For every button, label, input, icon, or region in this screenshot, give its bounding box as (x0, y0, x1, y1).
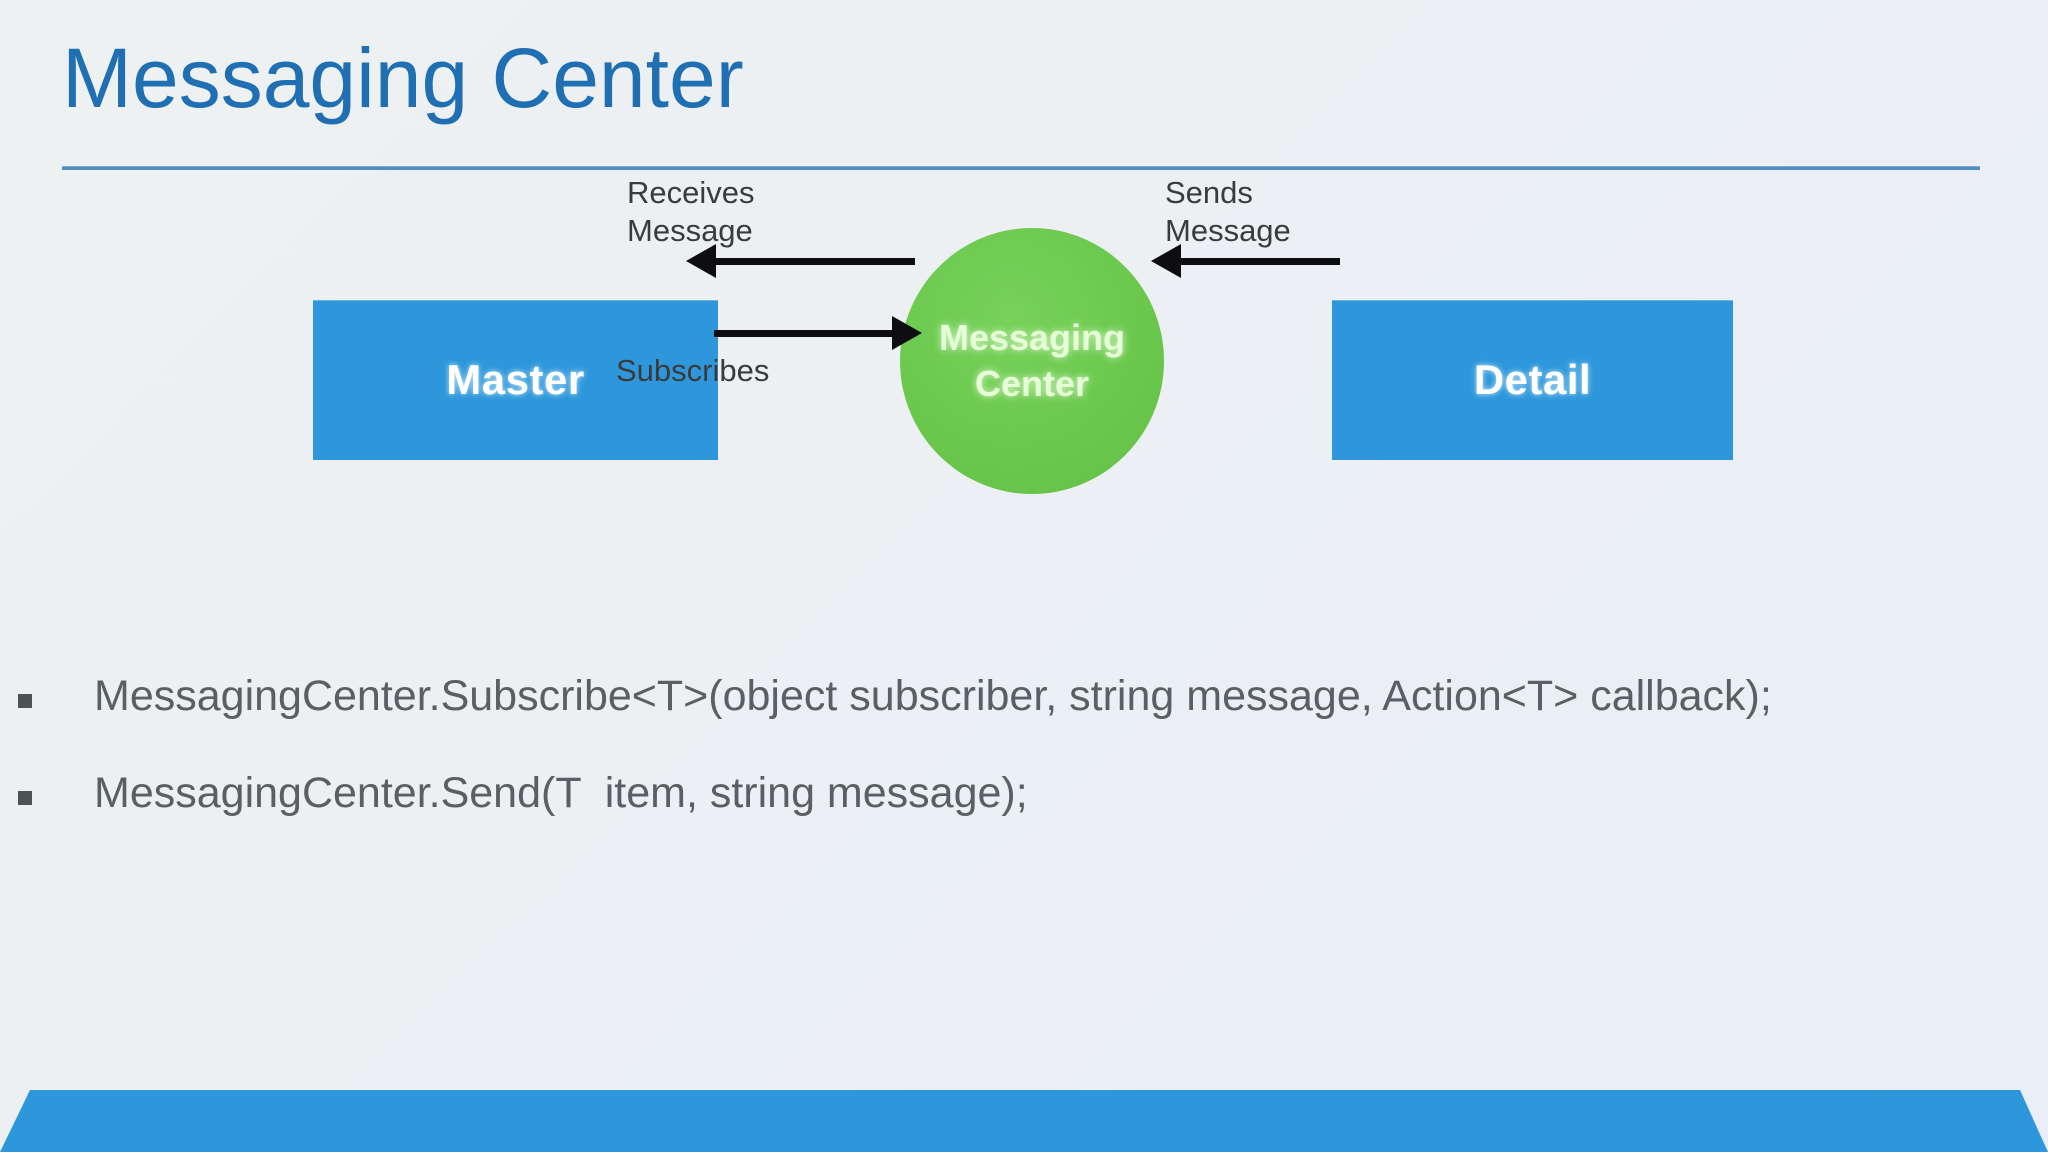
diagram-node-master: Master (313, 300, 718, 460)
bullet-text-send-api: MessagingCenter.Send(T item, string mess… (94, 769, 1028, 818)
node-label-master: Master (446, 356, 585, 403)
edge-label-sends-message: Sends Message (1165, 175, 1291, 248)
edge-label-receives-message: Receives Message (627, 175, 755, 248)
arrow-sends-shaft (1180, 258, 1340, 265)
title-underline-rule (62, 166, 1980, 170)
page-title: Messaging Center (62, 31, 744, 125)
arrow-receives-shaft (715, 258, 915, 265)
footer-accent-bar (0, 1090, 2048, 1152)
diagram-node-detail: Detail (1332, 300, 1733, 460)
diagram-node-messaging-center: Messaging Center (900, 228, 1164, 494)
bullet-text-subscribe-api: MessagingCenter.Subscribe<T>(object subs… (94, 672, 1772, 720)
arrow-receives-head-icon (686, 244, 716, 278)
list-item: MessagingCenter.Subscribe<T>(object subs… (18, 672, 1998, 721)
arrow-subscribes-shaft (714, 330, 899, 337)
title-block: Messaging Center (62, 34, 1982, 174)
node-label-hub-line2: Center (974, 363, 1090, 404)
square-bullet-icon (18, 791, 32, 806)
messaging-center-diagram: Master Messaging Center Detail Receives … (300, 175, 1760, 526)
arrow-subscribes-head-icon (892, 316, 922, 350)
node-label-detail: Detail (1473, 356, 1592, 403)
square-bullet-icon (18, 694, 32, 708)
node-label-hub-line1: Messaging (938, 316, 1126, 358)
bullet-list: MessagingCenter.Subscribe<T>(object subs… (18, 672, 1998, 867)
edge-label-subscribes: Subscribes (616, 353, 770, 388)
arrow-sends-head-icon (1151, 244, 1181, 278)
list-item: MessagingCenter.Send(T item, string mess… (18, 769, 1998, 818)
